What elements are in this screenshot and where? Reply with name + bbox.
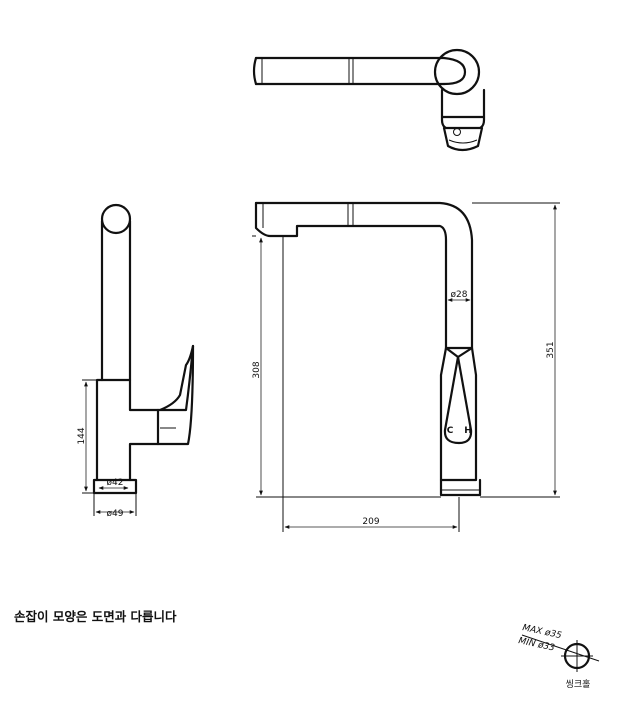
top-view xyxy=(252,48,486,152)
spout-diameter-label: ø28 xyxy=(451,290,468,300)
front-view-spout-bottom xyxy=(254,201,448,350)
top-view-spout xyxy=(254,56,446,86)
spout-height-label: 308 xyxy=(252,361,262,378)
front-view: C H ø28 308 351 209 xyxy=(252,201,560,532)
cold-mark: C xyxy=(447,426,454,436)
reach-label: 209 xyxy=(362,517,379,527)
side-view-spout xyxy=(100,219,132,382)
front-view-spout-top xyxy=(254,201,474,350)
front-view-base xyxy=(439,478,482,497)
top-view-body-ring xyxy=(433,48,481,96)
side-view-body xyxy=(95,378,160,482)
handle-shape-note: 손잡이 모양은 도면과 다릅니다 xyxy=(14,609,177,624)
side-view: 144 ø42 ø49 xyxy=(77,203,195,519)
top-view-aerator xyxy=(442,126,484,152)
height-144-label: 144 xyxy=(77,427,87,444)
sink-hole-caption: 씽크홀 xyxy=(566,678,591,690)
side-view-handle xyxy=(156,344,195,412)
side-view-spout-top xyxy=(100,203,132,235)
front-view-body xyxy=(439,346,478,482)
top-view-handle xyxy=(440,88,486,130)
diameter-42-label: ø42 xyxy=(107,478,124,488)
hot-mark: H xyxy=(464,426,472,436)
front-view-handle xyxy=(443,355,473,445)
diameter-49-label: ø49 xyxy=(107,509,124,519)
total-height-label: 351 xyxy=(546,341,556,358)
mounting-hole-symbol: MAX ø35 MIN ø33 씽크홀 xyxy=(517,623,600,690)
